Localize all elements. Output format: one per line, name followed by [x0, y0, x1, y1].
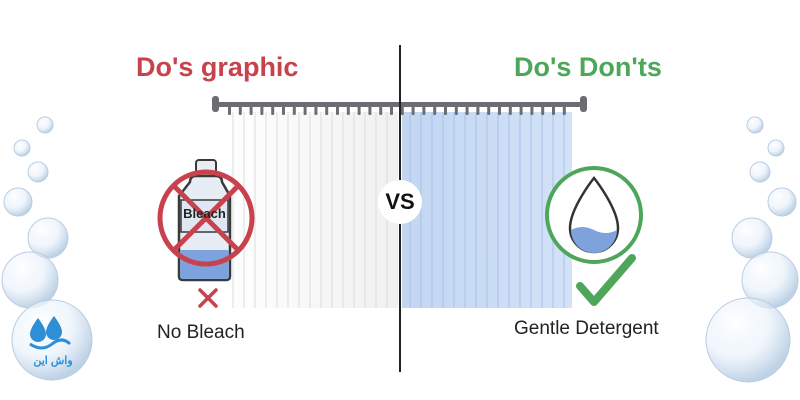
curtain-ring	[541, 104, 545, 115]
curtain-ring	[530, 104, 534, 115]
curtain-ring	[562, 104, 566, 115]
cross-mark-icon	[198, 288, 218, 308]
curtain-ring	[336, 104, 339, 115]
curtain-ring	[508, 104, 512, 115]
gentle-detergent-caption: Gentle Detergent	[514, 318, 659, 339]
curtain-ring	[357, 104, 361, 115]
curtain-ring	[368, 104, 372, 115]
curtain-ring	[476, 104, 480, 115]
curtain-ring	[260, 104, 264, 115]
curtain-ring	[271, 104, 275, 115]
logo-text: واش این	[33, 355, 73, 367]
curtain-ring	[444, 104, 447, 115]
curtain-ring	[433, 104, 437, 115]
logo-mark	[29, 316, 72, 350]
bubbles-right	[705, 116, 799, 383]
curtain-ring	[465, 104, 469, 115]
curtain-ring	[325, 104, 329, 115]
curtain-ring	[228, 104, 231, 115]
curtain-ring	[238, 104, 242, 115]
no-bleach-caption: No Bleach	[157, 322, 245, 343]
left-title: Do's graphic	[136, 52, 299, 82]
curtain-ring	[552, 104, 555, 115]
bottle-label: Bleach	[183, 206, 226, 221]
prohibited-icon	[157, 169, 255, 267]
right-title: Do's Don'ts	[514, 52, 662, 82]
curtain-ring	[390, 104, 393, 115]
curtain-ring	[422, 104, 426, 115]
curtain-ring	[303, 104, 307, 115]
curtain-ring	[411, 104, 415, 115]
vs-badge: VS	[378, 180, 422, 224]
curtain-ring	[282, 104, 285, 115]
curtain-ring	[454, 104, 458, 115]
curtain-ring	[400, 104, 404, 115]
curtain-ring	[379, 104, 383, 115]
white-curtain	[225, 112, 398, 308]
water-drop-icon	[545, 166, 643, 264]
check-mark-icon	[576, 254, 636, 306]
curtain-ring	[249, 104, 253, 115]
bubbles-left	[1, 116, 93, 381]
blue-curtain	[402, 112, 572, 308]
curtain-ring	[519, 104, 523, 115]
curtain-ring	[487, 104, 491, 115]
brand-logo: واش این	[24, 312, 82, 372]
curtain-ring	[314, 104, 318, 115]
curtain-ring	[346, 104, 350, 115]
curtain-ring	[292, 104, 296, 115]
curtain-ring	[498, 104, 501, 115]
